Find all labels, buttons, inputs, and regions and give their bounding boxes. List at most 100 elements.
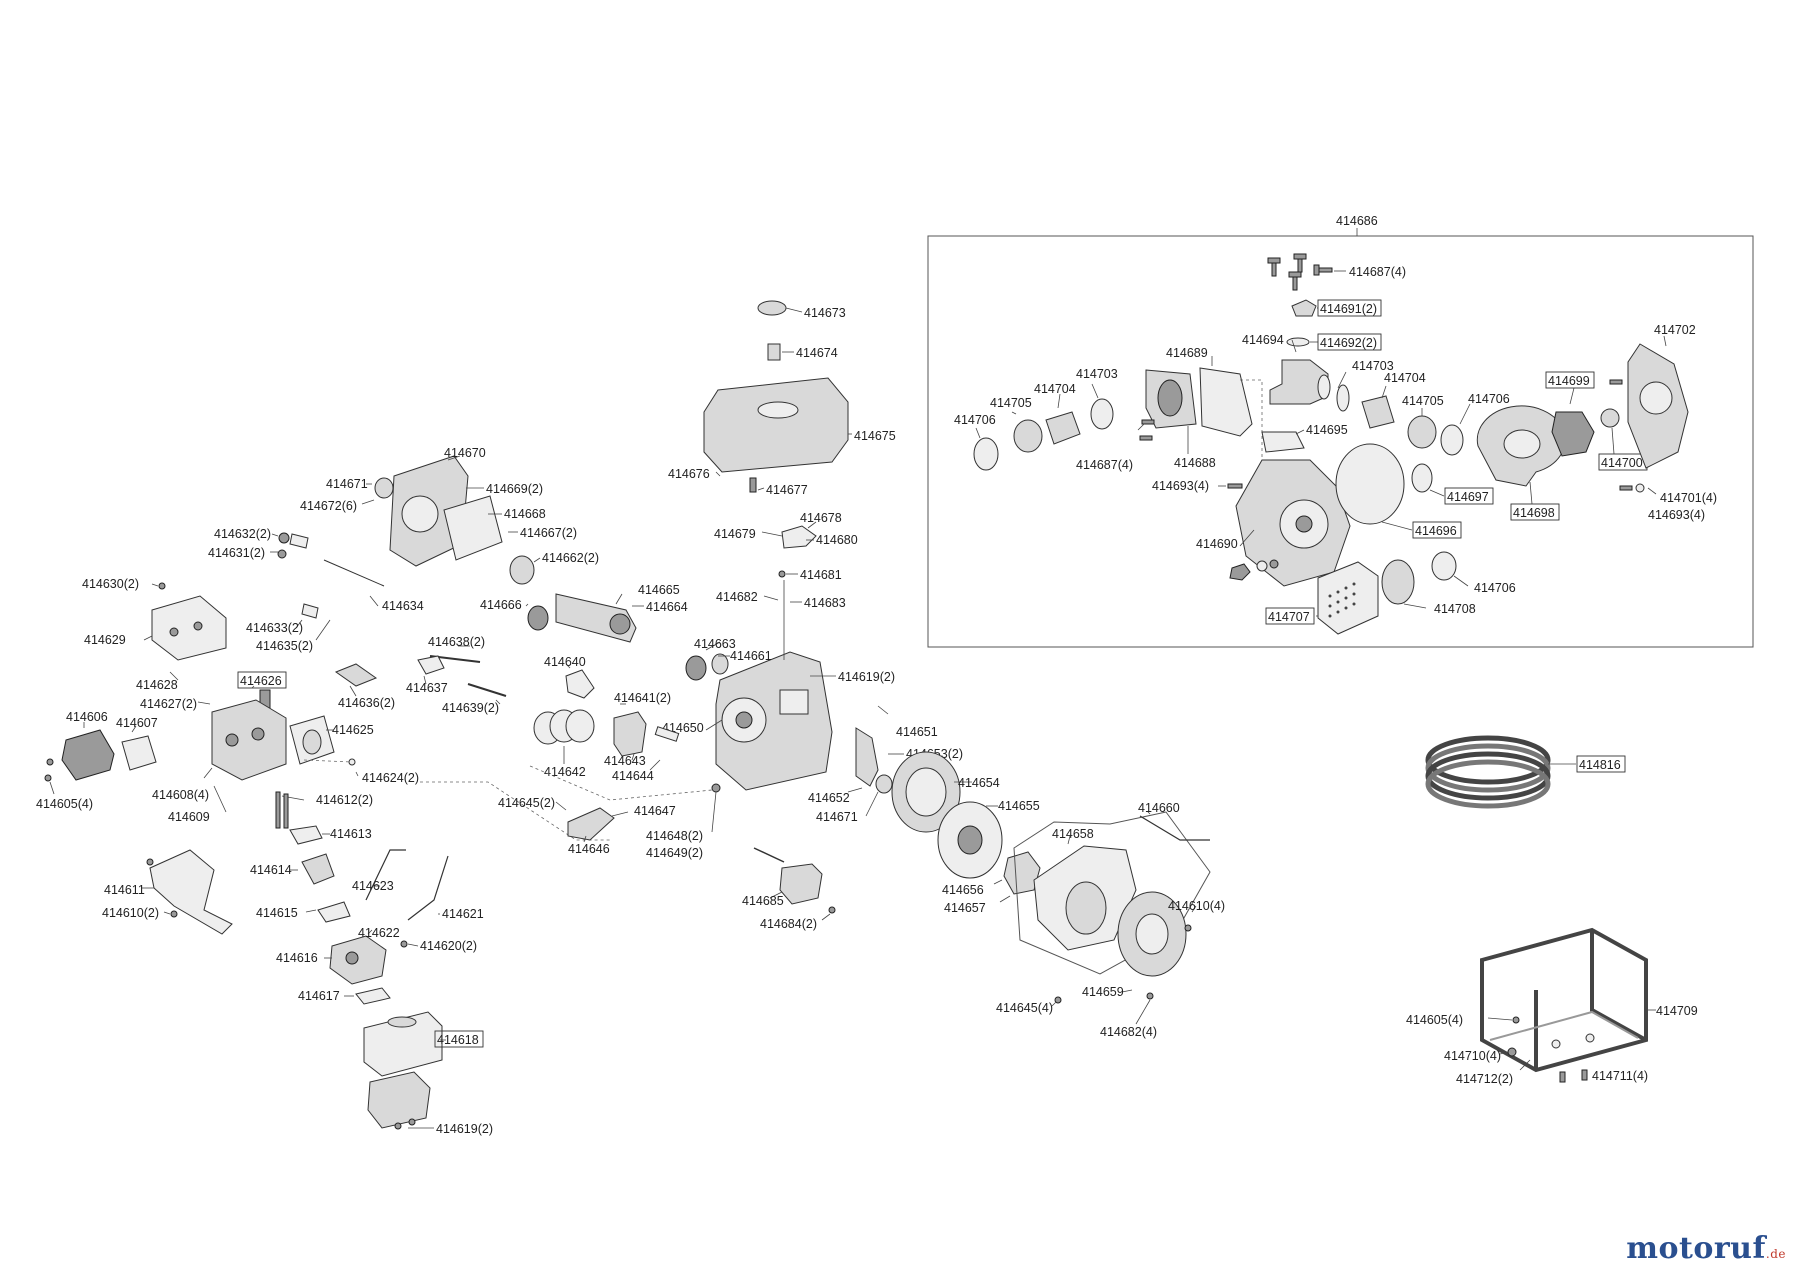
label-414624-2[interactable]: 414624(2) (362, 771, 419, 785)
label-414655[interactable]: 414655 (998, 799, 1040, 813)
label-414663[interactable]: 414663 (694, 637, 736, 651)
label-414708[interactable]: 414708 (1434, 602, 1476, 616)
label-414628[interactable]: 414628 (136, 678, 178, 692)
label-414704-left[interactable]: 414704 (1034, 382, 1076, 396)
label-414605-4-left[interactable]: 414605(4) (36, 797, 93, 811)
label-414703-left[interactable]: 414703 (1076, 367, 1118, 381)
label-414649-2[interactable]: 414649(2) (646, 846, 703, 860)
label-414687-4-top[interactable]: 414687(4) (1349, 265, 1406, 279)
label-414632-2[interactable]: 414632(2) (214, 527, 271, 541)
label-414615[interactable]: 414615 (256, 906, 298, 920)
label-414645-4[interactable]: 414645(4) (996, 1001, 1053, 1015)
label-414654[interactable]: 414654 (958, 776, 1000, 790)
label-414613[interactable]: 414613 (330, 827, 372, 841)
label-414707[interactable]: 414707 (1268, 610, 1310, 624)
label-414697[interactable]: 414697 (1447, 490, 1489, 504)
label-414637[interactable]: 414637 (406, 681, 448, 695)
label-414694[interactable]: 414694 (1242, 333, 1284, 347)
label-414698[interactable]: 414698 (1513, 506, 1555, 520)
label-414620-2[interactable]: 414620(2) (420, 939, 477, 953)
label-414625[interactable]: 414625 (332, 723, 374, 737)
label-414682-4[interactable]: 414682(4) (1100, 1025, 1157, 1039)
label-414693-4-left[interactable]: 414693(4) (1152, 479, 1209, 493)
label-414691-2[interactable]: 414691(2) (1320, 302, 1377, 316)
label-414614[interactable]: 414614 (250, 863, 292, 877)
label-414688[interactable]: 414688 (1174, 456, 1216, 470)
label-414706-left[interactable]: 414706 (954, 413, 996, 427)
label-414664[interactable]: 414664 (646, 600, 688, 614)
label-414631-2[interactable]: 414631(2) (208, 546, 265, 560)
label-414701-4[interactable]: 414701(4) (1660, 491, 1717, 505)
label-414629[interactable]: 414629 (84, 633, 126, 647)
label-414693-4-right[interactable]: 414693(4) (1648, 508, 1705, 522)
label-414661[interactable]: 414661 (730, 649, 772, 663)
label-414643[interactable]: 414643 (604, 754, 646, 768)
label-414607[interactable]: 414607 (116, 716, 158, 730)
label-414634[interactable]: 414634 (382, 599, 424, 613)
label-414673[interactable]: 414673 (804, 306, 846, 320)
label-414706-right-bottom[interactable]: 414706 (1474, 581, 1516, 595)
label-414684-2[interactable]: 414684(2) (760, 917, 817, 931)
label-414658[interactable]: 414658 (1052, 827, 1094, 841)
label-414689[interactable]: 414689 (1166, 346, 1208, 360)
label-414647[interactable]: 414647 (634, 804, 676, 818)
label-414642[interactable]: 414642 (544, 765, 586, 779)
label-414621[interactable]: 414621 (442, 907, 484, 921)
label-414630-2[interactable]: 414630(2) (82, 577, 139, 591)
label-414610-2[interactable]: 414610(2) (102, 906, 159, 920)
label-414678[interactable]: 414678 (800, 511, 842, 525)
label-414626[interactable]: 414626 (240, 674, 282, 688)
label-414657[interactable]: 414657 (944, 901, 986, 915)
label-414639-2[interactable]: 414639(2) (442, 701, 499, 715)
label-414679[interactable]: 414679 (714, 527, 756, 541)
label-414681[interactable]: 414681 (800, 568, 842, 582)
label-414645-2[interactable]: 414645(2) (498, 796, 555, 810)
label-414671-bottom[interactable]: 414671 (816, 810, 858, 824)
label-414703-right[interactable]: 414703 (1352, 359, 1394, 373)
label-414635-2[interactable]: 414635(2) (256, 639, 313, 653)
label-414706-right-top[interactable]: 414706 (1468, 392, 1510, 406)
label-414622[interactable]: 414622 (358, 926, 400, 940)
label-414648-2[interactable]: 414648(2) (646, 829, 703, 843)
label-414685[interactable]: 414685 (742, 894, 784, 908)
label-414609[interactable]: 414609 (168, 810, 210, 824)
label-414644[interactable]: 414644 (612, 769, 654, 783)
label-414617[interactable]: 414617 (298, 989, 340, 1003)
label-414668[interactable]: 414668 (504, 507, 546, 521)
label-414667-2[interactable]: 414667(2) (520, 526, 577, 540)
label-414640[interactable]: 414640 (544, 655, 586, 669)
label-414687-4-side[interactable]: 414687(4) (1076, 458, 1133, 472)
label-414677[interactable]: 414677 (766, 483, 808, 497)
label-414665[interactable]: 414665 (638, 583, 680, 597)
label-414612-2[interactable]: 414612(2) (316, 793, 373, 807)
label-414696[interactable]: 414696 (1415, 524, 1457, 538)
label-414608-4[interactable]: 414608(4) (152, 788, 209, 802)
label-414623[interactable]: 414623 (352, 879, 394, 893)
label-414690[interactable]: 414690 (1196, 537, 1238, 551)
label-414674[interactable]: 414674 (796, 346, 838, 360)
label-414618[interactable]: 414618 (437, 1033, 479, 1047)
label-414638-2[interactable]: 414638(2) (428, 635, 485, 649)
label-414705-right[interactable]: 414705 (1402, 394, 1444, 408)
label-414636-2[interactable]: 414636(2) (338, 696, 395, 710)
label-414616[interactable]: 414616 (276, 951, 318, 965)
label-414710-4[interactable]: 414710(4) (1444, 1049, 1501, 1063)
label-414675[interactable]: 414675 (854, 429, 896, 443)
label-414641-2[interactable]: 414641(2) (614, 691, 671, 705)
label-414606[interactable]: 414606 (66, 710, 108, 724)
label-414680[interactable]: 414680 (816, 533, 858, 547)
label-414652[interactable]: 414652 (808, 791, 850, 805)
label-414660[interactable]: 414660 (1138, 801, 1180, 815)
label-414651[interactable]: 414651 (896, 725, 938, 739)
label-414662-2[interactable]: 414662(2) (542, 551, 599, 565)
label-414672-6[interactable]: 414672(6) (300, 499, 357, 513)
label-414610-4[interactable]: 414610(4) (1168, 899, 1225, 913)
label-414605-4-right[interactable]: 414605(4) (1406, 1013, 1463, 1027)
label-414683[interactable]: 414683 (804, 596, 846, 610)
label-414669-2[interactable]: 414669(2) (486, 482, 543, 496)
label-414700[interactable]: 414700 (1601, 456, 1643, 470)
label-414686[interactable]: 414686 (1336, 214, 1378, 228)
label-414633-2[interactable]: 414633(2) (246, 621, 303, 635)
label-414692-2[interactable]: 414692(2) (1320, 336, 1377, 350)
label-414611[interactable]: 414611 (104, 883, 145, 897)
